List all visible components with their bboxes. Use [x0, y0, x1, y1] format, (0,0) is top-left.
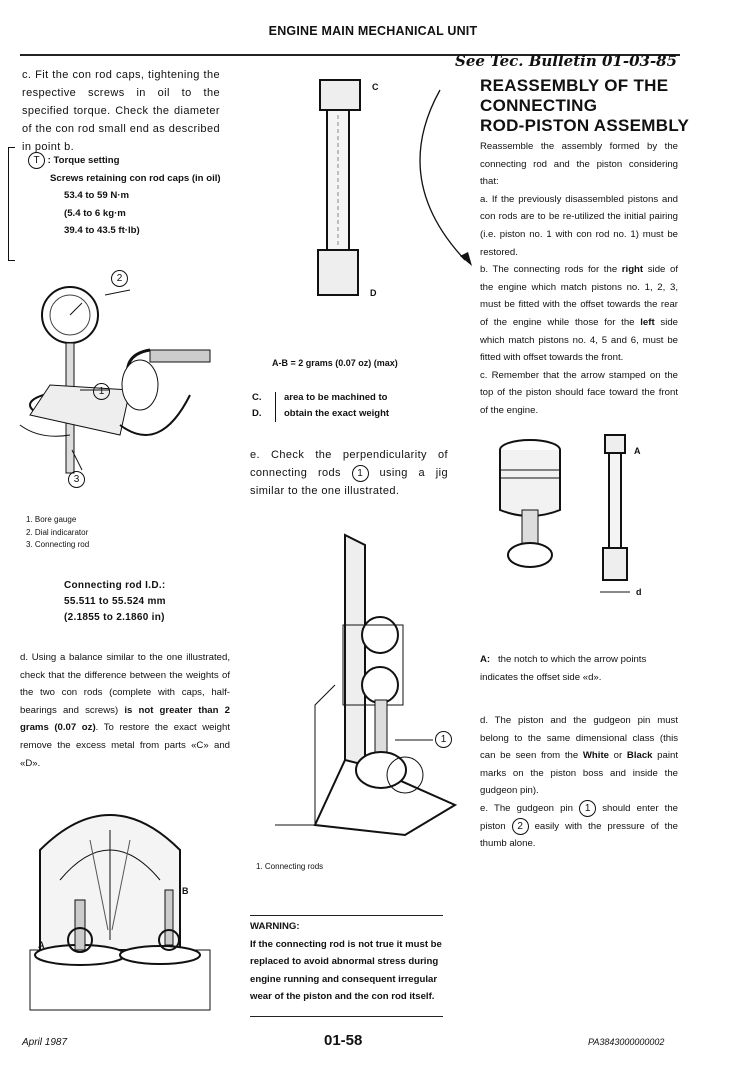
jig-callout-1: 1	[435, 731, 452, 748]
letter-d: D.	[252, 408, 262, 419]
callout-2-inline: 2	[511, 817, 529, 835]
jig-caption: 1. Connecting rods	[256, 862, 324, 871]
piston-label-a: A	[634, 446, 641, 456]
d-part: paint marks on the piston boss and insid…	[480, 750, 678, 797]
callout-1: 1	[93, 383, 110, 400]
step-c-text: c. Fit the con rod caps, tightening the …	[22, 69, 220, 153]
d-part: or	[609, 750, 627, 762]
torque-value-nm: 53.4 to 59 N·m	[64, 190, 130, 202]
cd-line: obtain the exact weight	[284, 408, 390, 419]
legend-item: 1. Bore gauge	[26, 515, 77, 524]
b-left-bold: left	[640, 316, 655, 328]
handwritten-note: See Tec. Bulletin 01-03-85	[455, 52, 678, 70]
warning-top-rule	[250, 915, 443, 916]
balance-scale-illustration	[20, 790, 230, 1020]
margin-bracket-mark	[400, 80, 472, 266]
torque-value-ftlb: 39.4 to 43.5 ft·lb)	[64, 225, 140, 237]
point-c-text: c. Remember that the arrow stamped on th…	[480, 369, 678, 416]
note-a-label: A:	[480, 654, 491, 665]
spec-mm: 55.511 to 55.524 mm	[64, 596, 166, 607]
title-line: CONNECTING	[480, 96, 598, 115]
warning-title: WARNING:	[250, 921, 300, 932]
d-black-bold: Black	[626, 750, 653, 762]
intro-text: Reassemble the assembly formed by the co…	[480, 141, 678, 188]
footer-code: PA3843000000002	[588, 1037, 665, 1047]
balance-label-b: B	[182, 886, 189, 896]
piston-rod-illustration	[500, 430, 650, 600]
right-body: Reassemble the assembly formed by the co…	[480, 138, 678, 420]
callout-1-inline: 1	[351, 464, 369, 482]
cd-text: area to be machined to obtain the exact …	[284, 390, 389, 422]
b-part: side which match pistons no. 4, 5 and 6,…	[480, 316, 679, 364]
warning-bottom-rule	[250, 1016, 443, 1017]
section-title: REASSEMBLY OF THE CONNECTING ROD-PISTON …	[480, 76, 689, 136]
callout-2: 2	[111, 270, 128, 287]
e-part: should enter the piston	[480, 803, 679, 832]
connecting-rod-illustration	[315, 75, 375, 305]
step-e-part: using a jig similar to the one illustrat…	[250, 467, 448, 497]
d-part: d. The piston and the gudgeon pin must b…	[480, 715, 678, 762]
page-number: 01-58	[324, 1032, 363, 1049]
b-part: b. The connecting rods for the	[480, 264, 622, 276]
b-right-bold: right	[621, 264, 644, 276]
footer-date: April 1987	[22, 1037, 68, 1048]
note-a-text: the notch to which the arrow points indi…	[480, 654, 647, 683]
rod-id-spec: Connecting rod I.D.: 55.511 to 55.524 mm…	[64, 578, 166, 626]
torque-label: : Torque setting	[47, 155, 120, 167]
callout-1-inline: 1	[579, 799, 597, 817]
e-part: easily with the pressure of the thumb al…	[480, 820, 679, 850]
balance-label-a: A	[38, 940, 45, 950]
title-line: ROD-PISTON ASSEMBLY	[480, 116, 690, 135]
e-part: e. The gudgeon pin	[480, 803, 573, 814]
point-d-text: d. The piston and the gudgeon pin must b…	[480, 712, 678, 800]
warning-box: WARNING: If the connecting rod is not tr…	[250, 918, 446, 1006]
torque-block: T : Torque setting Screws retaining con …	[28, 152, 228, 240]
step-d-part: d. Using a balance similar to the one il…	[20, 652, 230, 716]
cd-letters: C. D.	[252, 390, 262, 422]
step-d-bold: is not greater than 2 grams (0.07 oz)	[20, 704, 230, 734]
step-e-text: e. Check the perpendicularity of connect…	[250, 446, 448, 500]
callout-3: 3	[68, 471, 85, 488]
b-part: side of the engine which match pistons n…	[480, 264, 679, 328]
point-b-text: b. The connecting rods for the right sid…	[480, 261, 678, 367]
right-body-2: d. The piston and the gudgeon pin must b…	[480, 712, 678, 853]
piston-label-d: d	[636, 587, 642, 597]
legend-item: 3. Connecting rod	[26, 540, 90, 549]
rod-label-c: C	[372, 82, 379, 92]
note-a: A:the notch to which the arrow points in…	[480, 651, 678, 686]
page-header-title: ENGINE MAIN MECHANICAL UNIT	[268, 24, 478, 38]
step-e-part: e. Check the perpendicularity of connect…	[250, 449, 448, 479]
step-d-part: . To restore the exact weight remove the…	[20, 722, 230, 769]
perpendicularity-jig-illustration	[255, 535, 460, 845]
point-e-text: e. The gudgeon pin 1 should enter the pi…	[480, 799, 679, 853]
torque-icon: T	[28, 152, 45, 169]
rod-label-d: D	[370, 288, 377, 298]
weight-formula: A-B = 2 grams (0.07 oz) (max)	[272, 358, 398, 368]
warning-text: If the connecting rod is not true it mus…	[250, 938, 442, 1003]
title-line: REASSEMBLY OF THE	[480, 76, 669, 95]
spec-label: Connecting rod I.D.:	[64, 580, 166, 591]
point-a-text: a. If the previously disassembled piston…	[480, 193, 678, 258]
torque-value-kgm: (5.4 to 6 kg·m	[64, 207, 126, 219]
header-rule	[20, 54, 680, 56]
cd-bracket	[272, 392, 276, 422]
figure1-legend: 1. Bore gauge 2. Dial indicarator 3. Con…	[26, 514, 89, 552]
spec-in: (2.1855 to 2.1860 in)	[64, 612, 165, 623]
bore-gauge-illustration	[10, 265, 230, 505]
letter-c: C.	[252, 392, 262, 403]
cd-line: area to be machined to	[284, 392, 388, 403]
legend-item: 2. Dial indicarator	[26, 527, 89, 537]
d-white-bold: White	[582, 750, 609, 762]
step-d-text: d. Using a balance similar to the one il…	[20, 649, 230, 772]
torque-bracket	[8, 147, 15, 261]
torque-item: Screws retaining con rod caps (in oil)	[50, 172, 221, 184]
